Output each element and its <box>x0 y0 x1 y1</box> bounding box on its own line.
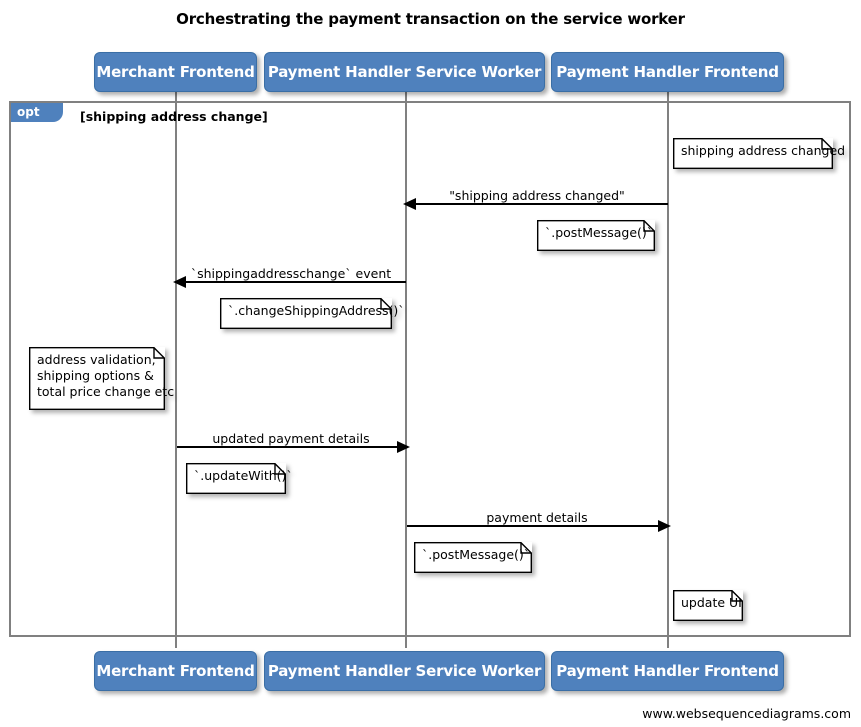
participant-label: Payment Handler Frontend <box>556 63 779 81</box>
note-shape <box>673 138 833 169</box>
participant-label: Merchant Frontend <box>96 63 255 81</box>
participant-bottom-merchant-frontend[interactable]: Merchant Frontend <box>94 651 257 691</box>
note-update-ui: update UI <box>673 590 743 621</box>
message-line-shipping-address-changed <box>407 203 668 205</box>
note-updatewith: `.updateWith()` <box>186 463 293 494</box>
participant-bottom-payment-handler-service-worker[interactable]: Payment Handler Service Worker <box>264 651 545 691</box>
note-changeshippingaddress: `.changeShippingAddress()` <box>220 298 405 329</box>
arrowhead-left-icon <box>403 198 416 210</box>
note-text: address validation, shipping options & t… <box>37 352 175 399</box>
note-shape <box>220 298 392 329</box>
footer-credit: www.websequencediagrams.com <box>642 706 851 721</box>
note-text: `.changeShippingAddress()` <box>228 303 405 318</box>
participant-label: Payment Handler Service Worker <box>267 662 542 680</box>
arrowhead-right-icon <box>397 441 410 453</box>
note-text: update UI <box>681 595 742 610</box>
participant-label: Payment Handler Frontend <box>556 662 779 680</box>
arrowhead-right-icon <box>658 520 671 532</box>
note-shipping-address-changed: shipping address changed <box>673 138 846 169</box>
participant-bottom-payment-handler-frontend[interactable]: Payment Handler Frontend <box>551 651 784 691</box>
participant-label: Merchant Frontend <box>96 662 255 680</box>
note-text: `.postMessage()` <box>545 225 654 240</box>
note-shape <box>29 347 165 410</box>
note-text: `.updateWith()` <box>194 468 293 483</box>
participant-top-payment-handler-frontend[interactable]: Payment Handler Frontend <box>551 52 784 92</box>
participant-top-payment-handler-service-worker[interactable]: Payment Handler Service Worker <box>264 52 545 92</box>
message-line-payment-details <box>407 525 668 527</box>
note-address-validation: address validation, shipping options & t… <box>29 347 175 410</box>
participant-top-merchant-frontend[interactable]: Merchant Frontend <box>94 52 257 92</box>
lifeline-payment-handler-service-worker <box>405 90 407 648</box>
message-label-payment-details: payment details <box>486 510 588 525</box>
note-postmessage-2: `.postMessage()` <box>414 542 532 573</box>
message-line-shippingaddresschange-event <box>177 281 406 283</box>
lifeline-merchant-frontend <box>175 90 177 648</box>
note-shape <box>673 590 743 621</box>
message-line-updated-payment-details <box>177 446 406 448</box>
opt-fragment-frame <box>9 101 851 637</box>
note-postmessage-1: `.postMessage()` <box>537 220 655 251</box>
note-shape <box>414 542 532 573</box>
lifeline-payment-handler-frontend <box>667 90 669 648</box>
message-label-shippingaddresschange-event: `shippingaddresschange` event <box>190 266 392 281</box>
note-shape <box>186 463 286 494</box>
diagram-title: Orchestrating the payment transaction on… <box>176 10 685 28</box>
opt-fragment-guard: [shipping address change] <box>80 109 268 124</box>
message-label-shipping-address-changed: "shipping address changed" <box>449 188 625 203</box>
participant-label: Payment Handler Service Worker <box>267 63 542 81</box>
note-shape <box>537 220 655 251</box>
opt-fragment-badge: opt <box>11 103 63 122</box>
note-text: shipping address changed <box>681 143 846 158</box>
arrowhead-left-icon <box>173 276 186 288</box>
message-label-updated-payment-details: updated payment details <box>212 431 370 446</box>
note-text: `.postMessage()` <box>422 547 531 562</box>
